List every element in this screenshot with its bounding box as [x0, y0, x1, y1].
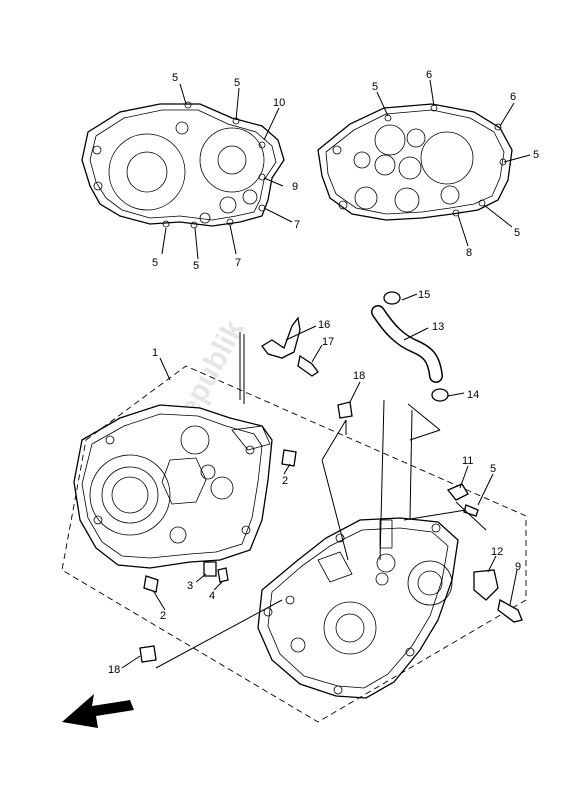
leader-lines: [155, 332, 487, 669]
part-3: [203, 561, 217, 577]
crankcase-left: [73, 404, 273, 569]
callout-9: 9: [515, 561, 521, 573]
callout-6: 6: [510, 91, 516, 103]
callout-5: 5: [193, 260, 199, 272]
callout-16: 16: [318, 319, 330, 331]
callout-5: 5: [372, 81, 378, 93]
callout-9: 9: [292, 181, 298, 193]
callout-7: 7: [235, 257, 241, 269]
callout-5: 5: [533, 149, 539, 161]
bolt-17: [297, 354, 319, 377]
sensor-12: [473, 569, 499, 601]
part-4: [217, 567, 229, 583]
clip-11: [446, 483, 469, 501]
callout-labels: 5 5 10 9 7 5 5 7 5 6 6 5 5 8 15 16 13 17…: [108, 69, 539, 676]
callout-17: 17: [322, 336, 334, 348]
bolt-9-right: [497, 598, 523, 623]
callout-5: 5: [234, 77, 240, 89]
callout-10: 10: [273, 97, 285, 109]
callout-12: 12: [491, 546, 503, 558]
callout-5: 5: [514, 227, 520, 239]
bolt-5-right: [463, 504, 479, 517]
hose-clip-upper: [383, 291, 401, 305]
callout-2: 2: [282, 475, 288, 487]
dowel-2-upper: [281, 449, 297, 467]
callout-1: 1: [152, 347, 158, 359]
callout-15: 15: [418, 289, 430, 301]
callout-11: 11: [462, 455, 473, 467]
hose-clip-lower: [431, 388, 449, 402]
dowel-2-lower: [143, 575, 159, 593]
callout-14: 14: [467, 389, 479, 401]
callout-4: 4: [209, 590, 215, 602]
callout-7: 7: [294, 219, 300, 231]
callout-3: 3: [187, 580, 193, 592]
callout-5: 5: [152, 257, 158, 269]
callout-5: 5: [490, 463, 496, 475]
callout-2: 2: [160, 610, 166, 622]
plug-18-upper: [337, 401, 353, 419]
gasket-left: [81, 101, 285, 229]
callout-13: 13: [432, 321, 444, 333]
callout-leaders: [121, 79, 531, 669]
assembly-outline: [61, 365, 527, 723]
callout-6: 6: [426, 69, 432, 81]
plug-18-lower: [139, 645, 157, 663]
callout-18: 18: [108, 664, 120, 676]
wire-bracket: [261, 316, 301, 359]
callout-8: 8: [466, 247, 472, 259]
crankcase-right: [257, 517, 459, 699]
callout-18: 18: [353, 370, 365, 382]
callout-5: 5: [172, 72, 178, 84]
direction-arrow-icon: [62, 694, 134, 728]
gasket-right: [317, 103, 513, 221]
